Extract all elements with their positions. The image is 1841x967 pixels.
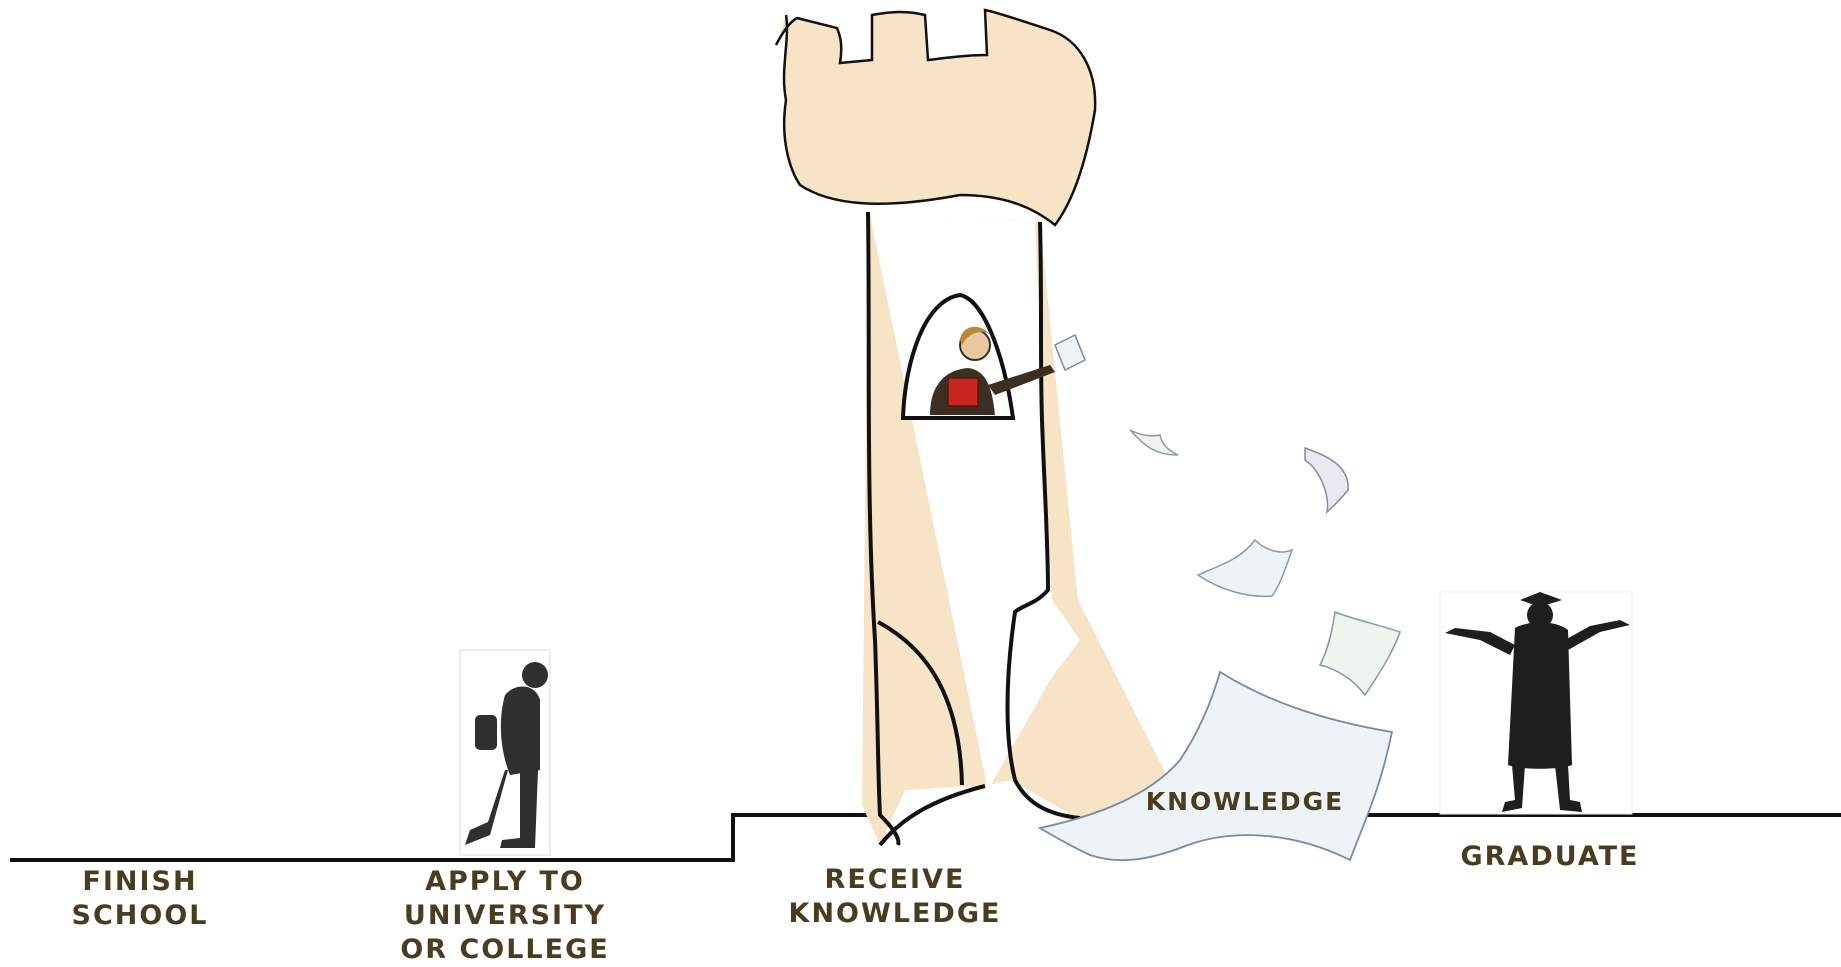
graduate-figure: [1440, 592, 1632, 814]
graduate-gown: [1508, 622, 1572, 769]
stage-label-graduate: GRADUATE: [1420, 840, 1680, 874]
stage-label-line: KNOWLEDGE: [745, 897, 1045, 931]
knowledge-paper-label: KNOWLEDGE: [1120, 785, 1370, 819]
falling-paper-2: [1305, 448, 1348, 512]
stage-label-line: GRADUATE: [1420, 840, 1680, 874]
stage-label-receive-knowledge: RECEIVE KNOWLEDGE: [745, 863, 1045, 931]
stage-label-finish-school: FINISH SCHOOL: [40, 865, 240, 933]
stage-label-line: UNIVERSITY: [355, 899, 655, 933]
stage-label-line: RECEIVE: [745, 863, 1045, 897]
student-backpack: [475, 715, 497, 750]
stage-label-line: FINISH: [40, 865, 240, 899]
stage-label-apply: APPLY TO UNIVERSITY OR COLLEGE: [355, 865, 655, 967]
walking-student-figure: [460, 650, 550, 855]
stage-label-line: SCHOOL: [40, 899, 240, 933]
held-paper: [1055, 335, 1085, 370]
tower-top: [776, 10, 1095, 225]
knowledge-label-text: KNOWLEDGE: [1120, 785, 1370, 819]
stage-label-line: APPLY TO: [355, 865, 655, 899]
falling-paper-1: [1130, 430, 1178, 455]
falling-paper-3: [1198, 540, 1292, 596]
stage-label-line: OR COLLEGE: [355, 933, 655, 967]
falling-paper-4: [1320, 612, 1400, 695]
student-torso: [501, 687, 540, 775]
book-icon: [948, 378, 978, 406]
student-head: [522, 662, 548, 688]
